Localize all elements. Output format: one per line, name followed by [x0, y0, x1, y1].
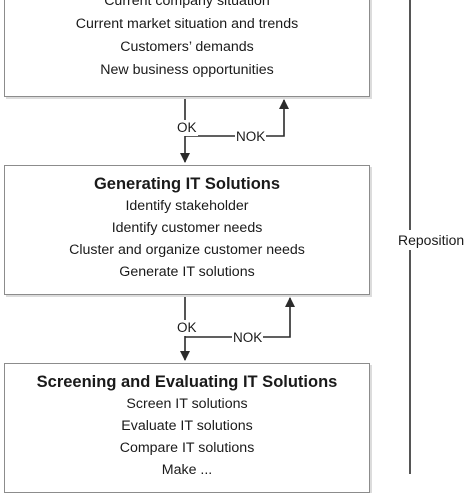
reposition-label: Reposition	[396, 230, 467, 250]
activity-item: Current company situation	[104, 0, 270, 9]
nok-label-2: NOK	[232, 330, 264, 346]
activity-item: Identify customer needs	[111, 220, 263, 236]
activity-item: Compare IT solutions	[119, 440, 255, 456]
stage-box-market-analysis: Current company situation Current market…	[4, 0, 370, 97]
nok-loop-2	[185, 297, 295, 338]
activity-item: Identify stakeholder	[125, 198, 249, 214]
nok-label-1: NOK	[235, 129, 267, 145]
stage-box-screening-evaluating: Screening and Evaluating IT Solutions Sc…	[4, 363, 370, 493]
ok-label-2: OK	[176, 320, 198, 336]
activity-item: Cluster and organize customer needs	[69, 242, 305, 258]
activity-list: Current company situation Current market…	[5, 0, 369, 82]
activity-list: Screen IT solutions Evaluate IT solution…	[5, 393, 369, 481]
activity-item: Current market situation and trends	[75, 16, 299, 32]
activity-list: Identify stakeholder Identify customer n…	[5, 195, 369, 283]
process-diagram: Current company situation Current market…	[4, 0, 467, 493]
activity-item: Evaluate IT solutions	[121, 418, 253, 434]
activity-item: Make ...	[161, 462, 213, 478]
ok-label-1: OK	[176, 120, 198, 136]
activity-item: Screen IT solutions	[126, 396, 248, 412]
stage-box-generating-it-solutions: Generating IT Solutions Identify stakeho…	[4, 165, 370, 295]
nok-loop-1	[185, 99, 289, 137]
activity-item: Generate IT solutions	[119, 264, 255, 280]
stage-title: Generating IT Solutions	[93, 175, 281, 193]
activity-item: New business opportunities	[100, 62, 274, 78]
activity-item: Customers’ demands	[120, 39, 254, 55]
stage-title: Screening and Evaluating IT Solutions	[36, 373, 338, 391]
